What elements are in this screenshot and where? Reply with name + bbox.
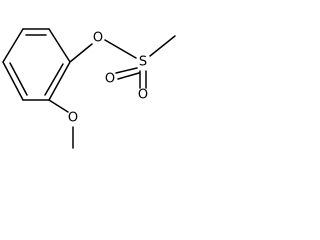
sulfonyl-double-bond-1a	[115, 67, 138, 74]
ring-bond-6	[2, 28, 24, 63]
sulfur-methyl-bond	[149, 35, 176, 57]
ring-bond-5	[2, 61, 24, 101]
oxygen-sulfur-bond	[104, 39, 137, 59]
sulfonyl-double-bond-1b	[117, 72, 140, 80]
ring-bond-2	[48, 28, 71, 63]
methoxy-oxygen-label: O	[68, 111, 78, 126]
chemical-structure: O S O O O	[2, 28, 176, 149]
sulfur-label: S	[139, 55, 147, 70]
ring-methoxy-oxygen-bond	[48, 99, 69, 113]
sulfonyl-oxygen-label-2: O	[138, 88, 148, 103]
ring-double-bond-2	[44, 63, 64, 96]
ring-double-bond-3	[9, 62, 28, 96]
ester-oxygen-label: O	[93, 31, 103, 46]
ring-bond-3	[48, 61, 71, 101]
aryl-oxygen-bond	[69, 43, 93, 63]
benzene-ring	[2, 28, 71, 101]
sulfonyl-oxygen-label-1: O	[105, 72, 115, 87]
